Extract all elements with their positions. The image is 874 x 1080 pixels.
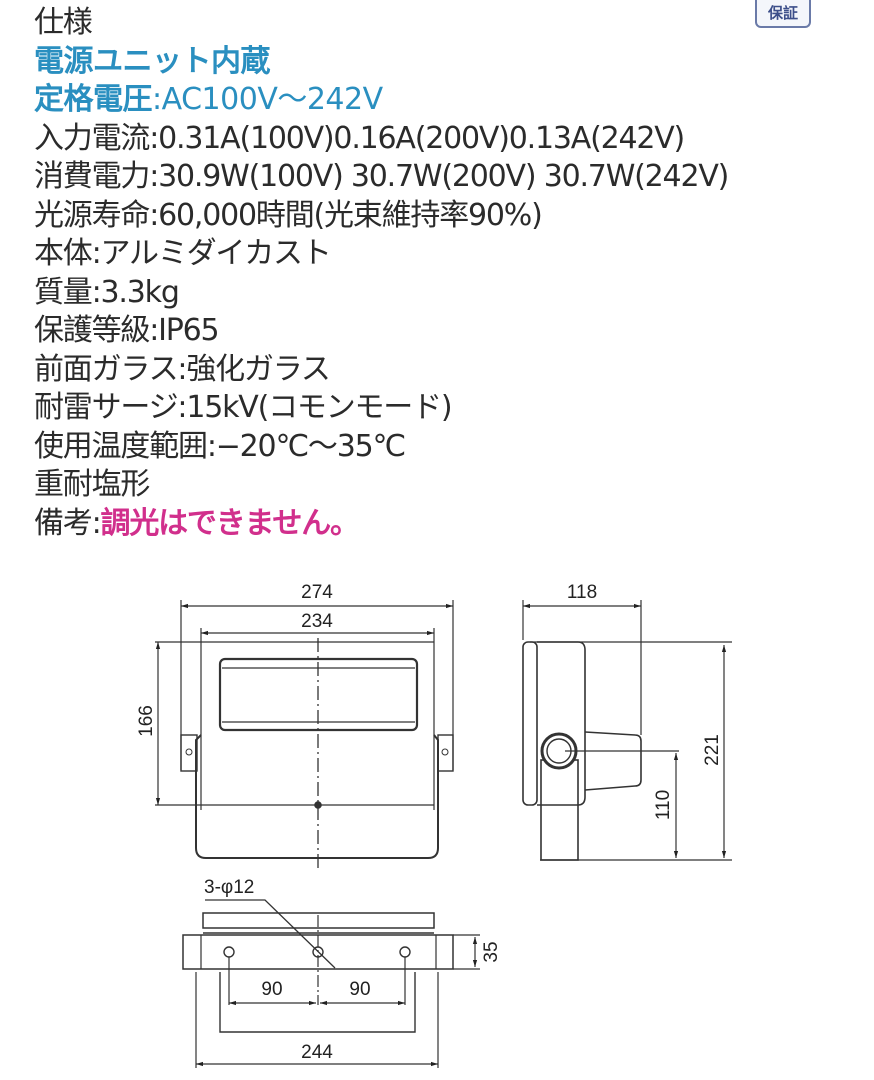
separator: : bbox=[149, 120, 159, 156]
warranty-badge: 保証 bbox=[755, 0, 811, 28]
spec-row-lifetime: 光源寿命:60,000時間(光束維持率90%) bbox=[34, 197, 728, 236]
dim-outer-width: 274 bbox=[301, 582, 333, 603]
spec-label: 使用温度範囲 bbox=[34, 428, 208, 464]
salt-resistance-note: 重耐塩形 bbox=[34, 467, 150, 502]
spec-row-front-glass: 前面ガラス:強化ガラス bbox=[34, 351, 728, 390]
spec-value: IP65 bbox=[158, 313, 220, 348]
spec-label: 前面ガラス bbox=[34, 351, 179, 387]
dim-bracket-width: 244 bbox=[301, 1042, 333, 1063]
spec-label: 消費電力 bbox=[34, 159, 150, 194]
spec-label: 光源寿命 bbox=[34, 197, 150, 233]
separator: : bbox=[91, 505, 102, 541]
spec-value: −20℃〜35℃ bbox=[215, 428, 406, 464]
dim-total-height: 221 bbox=[702, 734, 723, 766]
dim-inner-width: 234 bbox=[301, 611, 333, 632]
separator: : bbox=[149, 313, 159, 348]
hole-callout: 3-φ12 bbox=[204, 877, 254, 898]
spec-value: 強化ガラス bbox=[186, 351, 331, 387]
power-unit-note: 電源ユニット内蔵 bbox=[34, 43, 271, 79]
spec-label: 質量 bbox=[34, 274, 93, 310]
spec-value: 0.31A(100V)0.16A(200V)0.13A(242V) bbox=[158, 120, 685, 156]
separator: : bbox=[149, 159, 159, 194]
spec-row-input-current: 入力電流:0.31A(100V)0.16A(200V)0.13A(242V) bbox=[34, 120, 728, 159]
spec-row-surge: 耐雷サージ:15kV(コモンモード) bbox=[34, 389, 728, 428]
separator: : bbox=[206, 428, 217, 464]
spec-value: アルミダイカスト bbox=[100, 236, 332, 271]
rated-voltage: 定格電圧:AC100V〜242V bbox=[34, 81, 728, 120]
separator: : bbox=[91, 236, 102, 271]
separator: : bbox=[149, 197, 159, 233]
dim-depth: 118 bbox=[567, 582, 597, 603]
dim-pivot-height: 110 bbox=[653, 790, 674, 820]
spec-row-body: 本体:アルミダイカスト bbox=[34, 235, 728, 274]
spec-row-protection: 保護等級:IP65 bbox=[34, 312, 728, 351]
spec-row-power-consumption: 消費電力:30.9W(100V) 30.7W(200V) 30.7W(242V) bbox=[34, 158, 729, 197]
spec-title: 仕様 bbox=[34, 5, 93, 40]
side-view bbox=[522, 600, 732, 861]
spec-value: 60,000時間(光束維持率90%) bbox=[158, 197, 543, 233]
spec-row-temperature: 使用温度範囲:−20℃〜35℃ bbox=[34, 428, 728, 467]
spec-row-mass: 質量:3.3kg bbox=[34, 274, 728, 313]
remarks: 備考:調光はできません。 bbox=[34, 505, 728, 544]
spec-label: 本体 bbox=[34, 236, 93, 271]
bracket-view bbox=[182, 899, 480, 1068]
dim-pitch-right: 90 bbox=[349, 979, 370, 1000]
spec-value: 3.3kg bbox=[100, 274, 180, 310]
spec-label: 入力電流 bbox=[34, 120, 150, 156]
separator: : bbox=[152, 82, 162, 117]
remarks-label: 備考 bbox=[34, 505, 93, 541]
spec-value: 30.9W(100V) 30.7W(200V) 30.7W(242V) bbox=[158, 159, 729, 194]
rated-voltage-value: AC100V〜242V bbox=[161, 82, 384, 117]
dim-front-height: 166 bbox=[136, 705, 157, 737]
spec-list: 仕様 電源ユニット内蔵 定格電圧:AC100V〜242V 入力電流:0.31A(… bbox=[34, 4, 729, 544]
separator: : bbox=[177, 351, 187, 387]
front-view bbox=[155, 600, 454, 868]
dim-pitch-left: 90 bbox=[261, 979, 282, 1000]
remarks-value: 調光はできません。 bbox=[100, 505, 361, 541]
rated-voltage-label: 定格電圧 bbox=[34, 82, 153, 117]
spec-label: 保護等級 bbox=[34, 313, 150, 348]
spec-value: 15kV(コモンモード) bbox=[186, 390, 452, 425]
separator: : bbox=[177, 390, 187, 425]
separator: : bbox=[91, 274, 102, 310]
dim-bracket-height: 35 bbox=[481, 941, 502, 962]
spec-label: 耐雷サージ bbox=[34, 390, 179, 425]
